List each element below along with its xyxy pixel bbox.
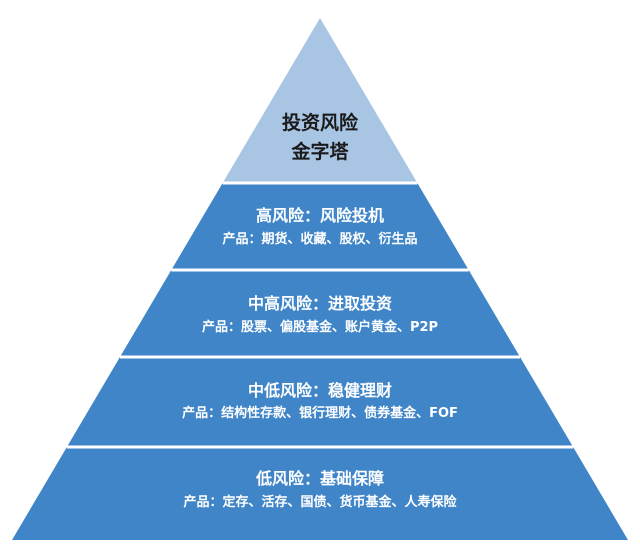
tier-low-risk-title: 低风险：基础保障: [255, 469, 384, 488]
pyramid-tier-low-risk: [12, 447, 628, 540]
tier-low-risk-products: 产品：定存、活存、国债、货币基金、人寿保险: [183, 495, 457, 510]
apex-title-line2: 金字塔: [291, 141, 349, 163]
tier-medium-low-risk-title: 中低风险：稳健理财: [247, 381, 392, 400]
pyramid-tier-medium-low-risk: [66, 357, 574, 447]
tier-medium-low-risk-products: 产品：结构性存款、银行理财、债券基金、FOF: [182, 406, 458, 421]
tier-medium-high-risk-products: 产品：股票、偏股基金、账户黄金、P2P: [201, 320, 439, 335]
pyramid-apex-segment: [222, 18, 418, 183]
pyramid-tier-high-risk: [171, 183, 469, 270]
tier-medium-high-risk-title: 中高风险：进取投资: [247, 294, 392, 313]
tier-high-risk-products: 产品：期货、收藏、股权、衍生品: [222, 232, 418, 247]
tier-high-risk-title: 高风险：风险投机: [255, 206, 384, 225]
pyramid-tier-medium-high-risk: [119, 270, 521, 357]
apex-title-line1: 投资风险: [281, 112, 358, 134]
